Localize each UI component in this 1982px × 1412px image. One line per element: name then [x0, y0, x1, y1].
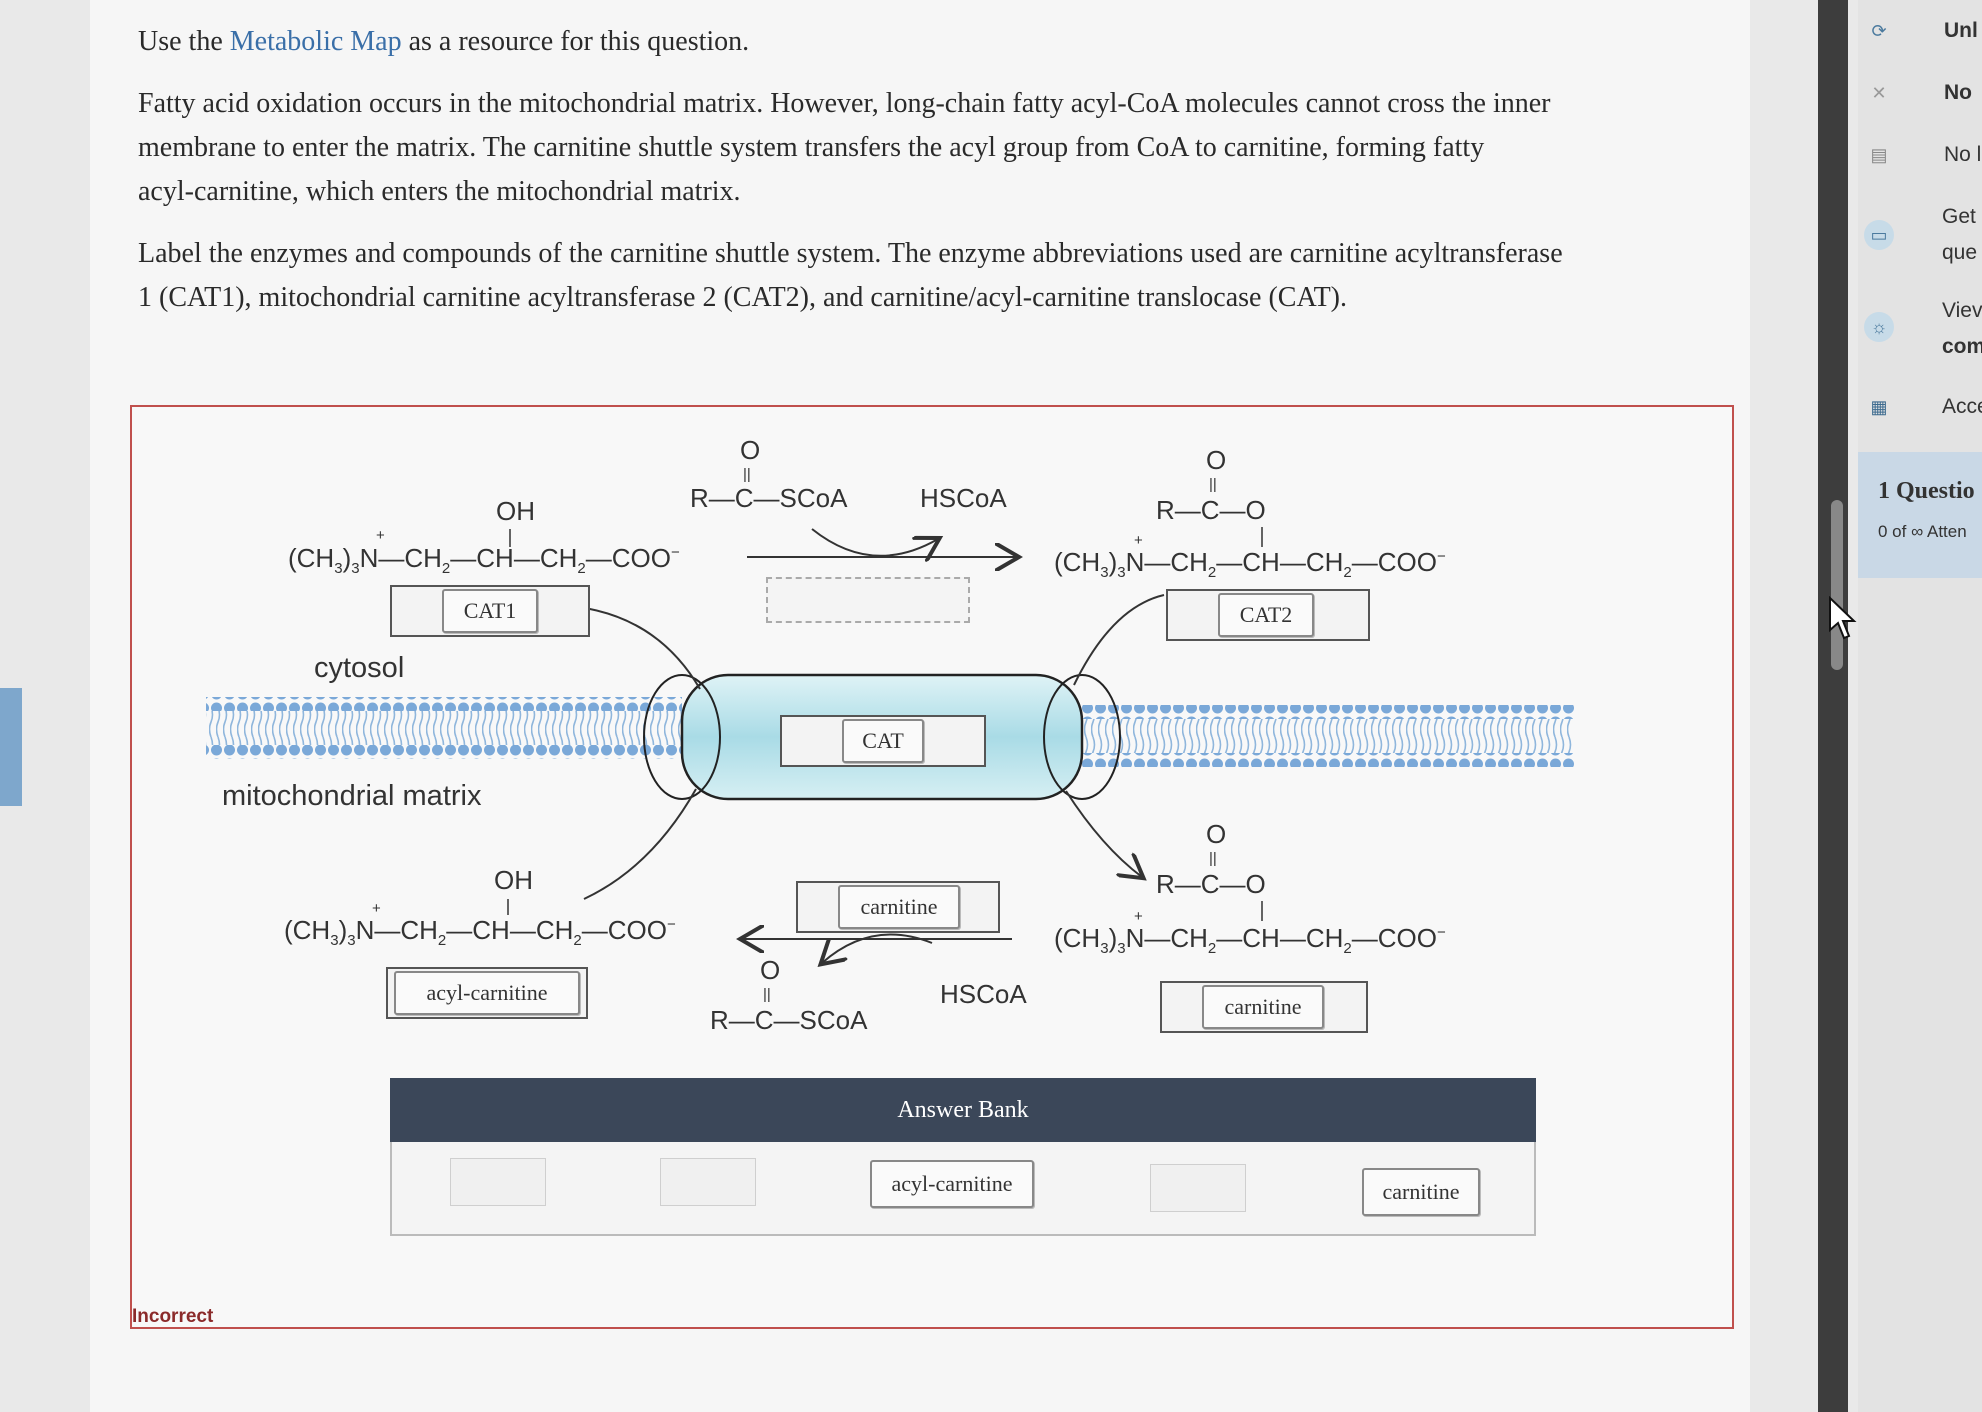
matrix-label: mitochondrial matrix	[222, 780, 482, 812]
double-bond: ||	[743, 466, 751, 483]
hscoa-bottom: HSCoA	[940, 979, 1027, 1009]
sidebar-item-no-penalty[interactable]: ✕ No	[1858, 74, 1982, 114]
answer-acyl-carnitine[interactable]: acyl-carnitine	[870, 1160, 1034, 1208]
acyl-carnitine-formula-top: (CH3)3N—CH2—CH—CH2—COO−	[1054, 547, 1446, 581]
acyl-carnitine-cytosol-structure: O || R—C—O + (CH3)3N—CH2—CH—CH2—COO−	[1054, 445, 1446, 581]
svg-text:OH: OH	[494, 865, 533, 895]
intro-prefix: Use the	[138, 26, 230, 57]
carnitine-cytosol-structure: OH + (CH3)3N—CH2—CH—CH2—COO−	[288, 496, 680, 577]
placed-label-acyl-carnitine[interactable]: acyl-carnitine	[394, 971, 580, 1015]
svg-text:+: +	[372, 900, 381, 917]
drop-target-carnitine-right[interactable]: carnitine	[1160, 981, 1368, 1033]
plus-charge: +	[376, 527, 385, 544]
para2-line1: Label the enzymes and compounds of the c…	[138, 238, 1563, 269]
hscoa-top: HSCoA	[920, 483, 1007, 513]
drop-target-cat2[interactable]: CAT2	[1166, 589, 1370, 641]
svg-text:R—C—O: R—C—O	[1156, 869, 1266, 899]
sidebar-item-view-concept[interactable]: ☼ Viev com	[1858, 292, 1982, 372]
svg-text:R—C—O: R—C—O	[1156, 495, 1266, 525]
refresh-icon: ⟳	[1871, 20, 1887, 41]
svg-text:+: +	[1134, 532, 1143, 549]
drop-target-cat[interactable]: CAT	[780, 715, 986, 767]
chat-icon: ▭	[1864, 220, 1894, 250]
answer-bank-empty-slot	[1150, 1164, 1246, 1212]
paragraph-2: Label the enzymes and compounds of the c…	[138, 232, 1563, 320]
attempts-count: 0 of ∞ Atten	[1878, 522, 1967, 541]
scrollbar-thumb[interactable]	[1831, 500, 1843, 670]
answer-bank-header: Answer Bank	[390, 1078, 1536, 1142]
sidebar-item-get-help[interactable]: ▭ Get que	[1858, 198, 1982, 278]
svg-text:||: ||	[1209, 476, 1217, 493]
question-count: 1 Questio	[1878, 478, 1975, 504]
matrix-reaction: O || R—C—SCoA HSCoA	[710, 935, 1027, 1035]
cytosol-label: cytosol	[314, 652, 404, 684]
intro-text: Use the Metabolic Map as a resource for …	[138, 20, 749, 64]
placed-label-cat[interactable]: CAT	[842, 719, 924, 763]
answer-bank: acyl-carnitine carnitine	[390, 1142, 1536, 1236]
placed-label-carnitine-right[interactable]: carnitine	[1202, 985, 1324, 1029]
status-incorrect: Incorrect	[132, 1306, 214, 1327]
question-list-panel[interactable]: 1 Questio 0 of ∞ Atten	[1858, 452, 1982, 578]
calculator-icon: ▦	[1870, 396, 1888, 417]
acyl-carnitine-formula-bottom: (CH3)3N—CH2—CH—CH2—COO−	[1054, 923, 1446, 957]
drop-target-empty[interactable]	[766, 577, 970, 623]
svg-text:O: O	[1206, 819, 1226, 849]
carnitine-matrix-structure: OH + (CH3)3N—CH2—CH—CH2—COO−	[284, 865, 676, 949]
carnitine-formula: (CH3)3N—CH2—CH—CH2—COO−	[288, 543, 680, 577]
lightbulb-icon: ☼	[1864, 312, 1894, 342]
acyl-carnitine-matrix-structure: O || R—C—O + (CH3)3N—CH2—CH—CH2—COO−	[1054, 819, 1446, 957]
arrow-from-matrix	[583, 788, 697, 900]
svg-text:O: O	[1206, 445, 1226, 475]
question-panel: Use the Metabolic Map as a resource for …	[90, 0, 1750, 1412]
membrane-right	[1082, 705, 1574, 767]
mouse-cursor-icon	[1829, 596, 1857, 640]
drop-target-cat1[interactable]: CAT1	[390, 585, 590, 637]
acyl-scoa-text: R—C—SCoA	[690, 483, 848, 513]
intro-suffix: as a resource for this question.	[401, 26, 750, 57]
arrow-to-matrix	[1065, 790, 1142, 877]
placed-label-cat2[interactable]: CAT2	[1218, 593, 1314, 637]
svg-text:||: ||	[763, 986, 771, 1003]
membrane-left	[206, 697, 682, 759]
calendar-icon: ▤	[1870, 144, 1888, 165]
svg-text:O: O	[760, 955, 780, 985]
carbonyl-o: O	[740, 435, 760, 465]
acyl-coa-cytosol-structure: O || R—C—SCoA HSCoA	[690, 435, 1017, 557]
answer-bank-empty-slot	[660, 1158, 756, 1206]
svg-text:R—C—SCoA: R—C—SCoA	[710, 1005, 868, 1035]
right-sidebar: ⟳ Unl ✕ No ▤ No l ▭ Get que ☼ Viev com ▦…	[1858, 0, 1982, 1412]
answer-bank-empty-slot	[450, 1158, 546, 1206]
para1-line1: Fatty acid oxidation occurs in the mitoc…	[138, 88, 1551, 119]
carnitine-formula-matrix: (CH3)3N—CH2—CH—CH2—COO−	[284, 915, 676, 949]
placed-label-cat1[interactable]: CAT1	[442, 589, 538, 633]
para1-line2: membrane to enter the matrix. The carnit…	[138, 132, 1485, 163]
oh-group: OH	[496, 496, 535, 526]
answer-carnitine[interactable]: carnitine	[1362, 1168, 1480, 1216]
placed-label-carnitine-top[interactable]: carnitine	[838, 885, 960, 929]
drop-target-acyl-carnitine[interactable]: acyl-carnitine	[386, 967, 588, 1019]
paragraph-1: Fatty acid oxidation occurs in the mitoc…	[138, 82, 1550, 214]
panel-divider	[1818, 0, 1848, 1412]
arrow-from-cat2	[1073, 594, 1165, 686]
left-edge-strip	[0, 688, 22, 806]
drop-target-carnitine-top[interactable]: carnitine	[796, 881, 1000, 933]
svg-text:+: +	[1134, 908, 1143, 925]
para2-line2: 1 (CAT1), mitochondrial carnitine acyltr…	[138, 282, 1347, 313]
sidebar-item-access[interactable]: ▦ Acce	[1858, 388, 1982, 428]
svg-text:||: ||	[1209, 850, 1217, 867]
sidebar-item-no-limit[interactable]: ▤ No l	[1858, 136, 1982, 176]
para1-line3: acyl-carnitine, which enters the mitocho…	[138, 176, 741, 207]
sidebar-item-unlimited[interactable]: ⟳ Unl	[1858, 12, 1982, 52]
metabolic-map-link[interactable]: Metabolic Map	[229, 26, 402, 57]
close-icon: ✕	[1871, 82, 1887, 103]
shuttle-figure: cytosol mitochondrial matrix OH + (CH3)3…	[206, 435, 1574, 1035]
